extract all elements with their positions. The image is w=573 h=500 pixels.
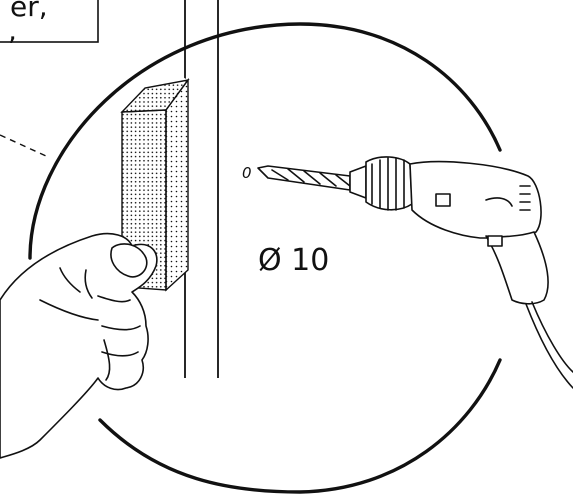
instruction-callout: er, , [0,0,99,47]
drill-body [409,160,542,240]
drill-handle [485,231,549,305]
power-cord-edge [531,301,573,373]
detail-circle-top-arc [28,22,502,260]
vent-slots [519,185,531,211]
finger-crease-1 [97,295,131,303]
body-contour [485,197,513,207]
hand [0,232,158,459]
palm-crease-3 [39,299,99,321]
dotted-block [120,68,190,292]
wall-frame [184,0,219,378]
palm-crease-1 [59,267,81,293]
chuck-tip [349,165,367,199]
power-cord [525,303,573,389]
finger-crease-3 [101,351,139,357]
thumbnail [110,243,148,278]
callout-line-2: , [8,14,17,47]
chuck-ridges [371,157,405,211]
diameter-label: Ø 10 [258,243,329,278]
hole-mark: 0 [242,164,252,182]
finger-line [103,339,111,381]
drill-switch [435,193,451,207]
finger-crease-2 [101,325,141,331]
callout-line-1: er, [10,0,48,23]
power-drill [257,156,573,389]
detail-circle-bottom-arc [98,358,502,494]
callout-leader-line [0,134,47,157]
palm-crease-2 [84,269,93,299]
detail-circle [28,22,502,494]
drill-trigger [487,235,503,247]
block-side-face [165,77,189,292]
drill-bit-flutes [271,168,351,187]
drill-chuck [365,156,413,211]
callout-box [0,0,99,43]
hand-outline [0,232,158,459]
